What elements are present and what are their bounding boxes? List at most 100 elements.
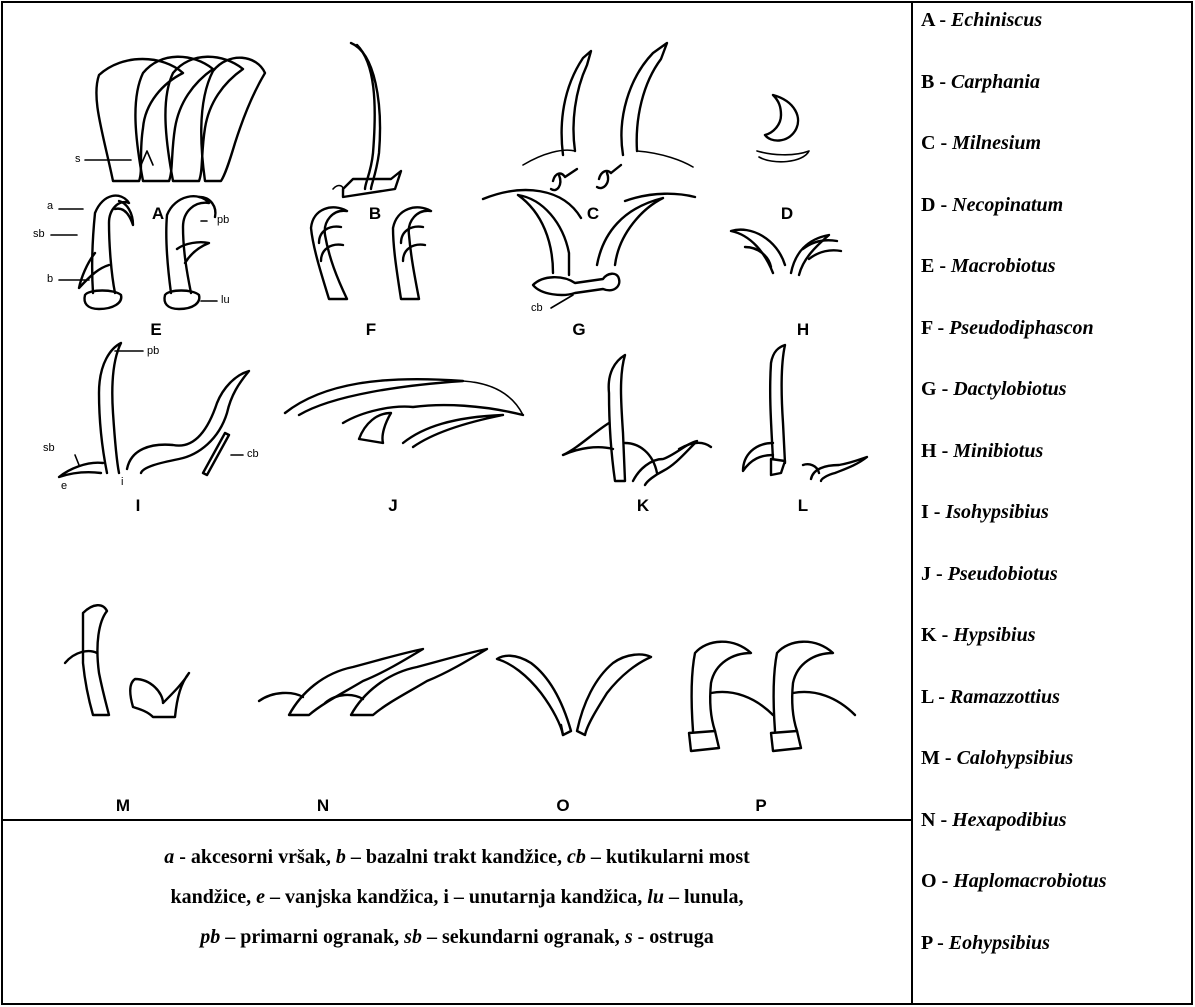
legend-letter: O [921, 870, 937, 892]
legend-separator: - [937, 440, 954, 462]
caption-text: - ostruga [633, 926, 714, 948]
legend-genus: Isohypsibius [945, 501, 1048, 523]
legend-separator: - [932, 932, 949, 954]
legend-genus: Carphania [951, 71, 1040, 93]
panel-label-d: D [781, 205, 793, 222]
legend-genus: Ramazzottius [950, 686, 1060, 708]
caption-text: – vanjska kandžica, i – unutarnja kandži… [265, 886, 647, 908]
panel-label-k: K [637, 497, 649, 514]
panel-label-c: C [587, 205, 599, 222]
legend-item-f: F - Pseudodiphascon [921, 317, 1094, 339]
legend-genus: Echiniscus [951, 9, 1042, 31]
part-label-i-cb: cb [247, 449, 259, 460]
part-label-e-lu: lu [221, 295, 230, 306]
caption-text: – primarni ogranak, [220, 926, 404, 948]
legend-genus: Milnesium [952, 132, 1041, 154]
legend-letter: N [921, 809, 935, 831]
caption-line-2: kandžice, e – vanjska kandžica, i – unut… [3, 877, 911, 917]
legend-item-k: K - Hypsibius [921, 624, 1035, 646]
legend-genus: Haplomacrobiotus [953, 870, 1106, 892]
caption-text: – sekundarni ogranak, [422, 926, 625, 948]
caption-abbreviation: pb [200, 926, 220, 948]
legend-item-h: H - Minibiotus [921, 440, 1043, 462]
claw-drawing-o [497, 655, 651, 735]
claw-drawing-h [731, 230, 841, 275]
caption-abbreviation: cb [567, 846, 586, 868]
legend-item-g: G - Dactylobiotus [921, 378, 1067, 400]
panel-label-o: O [556, 797, 569, 814]
legend-item-o: O - Haplomacrobiotus [921, 870, 1107, 892]
claw-drawing-i [59, 343, 249, 477]
panel-label-n: N [317, 797, 329, 814]
caption-text: - akcesorni vršak, [174, 846, 336, 868]
legend-genus: Dactylobiotus [953, 378, 1066, 400]
panel-label-l: L [798, 497, 808, 514]
caption-text: kandžice, [171, 886, 257, 908]
abbreviation-caption: a - akcesorni vršak, b – bazalni trakt k… [3, 821, 911, 1005]
legend-separator: - [933, 686, 950, 708]
legend-item-j: J - Pseudobiotus [921, 563, 1058, 585]
legend-item-l: L - Ramazzottius [921, 686, 1060, 708]
legend-item-d: D - Necopinatum [921, 194, 1063, 216]
part-label-i-sb: sb [43, 443, 55, 454]
legend-item-a: A - Echiniscus [921, 9, 1042, 31]
claw-drawing-e [51, 196, 217, 309]
panel-label-f: F [366, 321, 376, 338]
claw-drawing-d [757, 95, 809, 162]
caption-text: – kutikularni most [586, 846, 750, 868]
legend-letter: A [921, 9, 934, 31]
vertical-divider [911, 3, 913, 1003]
legend-item-i: I - Isohypsibius [921, 501, 1049, 523]
legend-letter: I [921, 501, 929, 523]
panel-label-e: E [150, 321, 161, 338]
claw-drawing-a [85, 57, 265, 181]
caption-abbreviation: lu [647, 886, 664, 908]
legend-separator: - [935, 194, 952, 216]
panel-label-a: A [152, 205, 164, 222]
legend-letter: K [921, 624, 937, 646]
legend-letter: L [921, 686, 933, 708]
legend-letter: D [921, 194, 935, 216]
part-label-i-pb: pb [147, 346, 159, 357]
claw-drawing-m [65, 605, 189, 717]
part-label-e-b: b [47, 274, 53, 285]
caption-text: – lunula, [664, 886, 743, 908]
panel-label-g: G [572, 321, 585, 338]
caption-text: – bazalni trakt kandžice, [346, 846, 567, 868]
caption-abbreviation: sb [404, 926, 422, 948]
legend-item-m: M - Calohypsibius [921, 747, 1073, 769]
legend-separator: - [934, 255, 951, 277]
legend-separator: - [937, 624, 954, 646]
legend-separator: - [937, 870, 954, 892]
panel-label-h: H [797, 321, 809, 338]
claw-drawing-k [563, 355, 711, 485]
legend-letter: J [921, 563, 931, 585]
panel-label-i: I [136, 497, 141, 514]
caption-abbreviation: a [164, 846, 174, 868]
caption-abbreviation: b [336, 846, 346, 868]
legend-separator: - [940, 747, 957, 769]
part-label-i-i: i [121, 477, 123, 488]
claw-drawing-p [689, 642, 855, 751]
legend-letter: C [921, 132, 935, 154]
legend-letter: H [921, 440, 937, 462]
legend-genus: Calohypsibius [957, 747, 1074, 769]
legend-genus: Minibiotus [953, 440, 1043, 462]
legend-letter: G [921, 378, 937, 400]
legend-genus: Pseudobiotus [948, 563, 1058, 585]
panel-label-p: P [755, 797, 766, 814]
legend-genus: Pseudodiphascon [949, 317, 1093, 339]
legend-item-p: P - Eohypsibius [921, 932, 1050, 954]
legend-letter: B [921, 71, 934, 93]
legend-letter: F [921, 317, 932, 339]
legend-separator: - [937, 378, 954, 400]
claw-drawing-b [333, 43, 401, 197]
claw-drawing-n [259, 649, 487, 715]
part-label-a-s: s [75, 154, 81, 165]
claw-drawing-c [523, 43, 693, 190]
legend-genus: Hypsibius [953, 624, 1035, 646]
legend-letter: E [921, 255, 934, 277]
legend-genus: Eohypsibius [949, 932, 1050, 954]
legend-separator: - [935, 809, 952, 831]
